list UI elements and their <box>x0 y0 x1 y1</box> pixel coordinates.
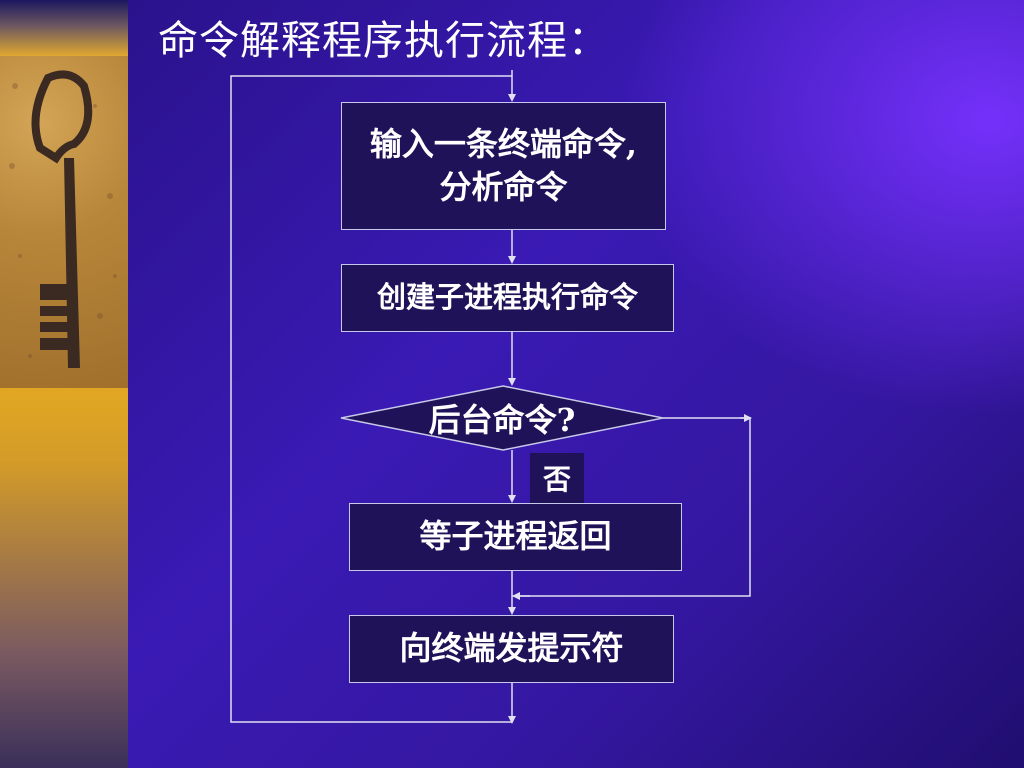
step-prompt-box: 向终端发提示符 <box>349 615 674 683</box>
step-wait-box: 等子进程返回 <box>349 503 682 571</box>
step-input-box: 输入一条终端命令,分析命令 <box>341 102 666 230</box>
decision-label: 后台命令? <box>428 401 576 439</box>
yes-branch-line <box>512 417 751 597</box>
step-prompt-label: 向终端发提示符 <box>399 629 624 668</box>
top-left-band <box>0 0 128 56</box>
branch-no-label: 否 <box>530 453 584 503</box>
step-wait-label: 等子进程返回 <box>419 517 612 556</box>
step-fork-label: 创建子进程执行命令 <box>376 280 638 315</box>
loop-back-line <box>230 75 512 723</box>
old-key-photo-icon <box>0 56 128 388</box>
step-fork-box: 创建子进程执行命令 <box>341 264 674 332</box>
key-drawing <box>9 70 117 368</box>
step-input-label: 输入一条终端命令,分析命令 <box>369 124 638 206</box>
slide-title: 命令解释程序执行流程： <box>158 18 609 64</box>
